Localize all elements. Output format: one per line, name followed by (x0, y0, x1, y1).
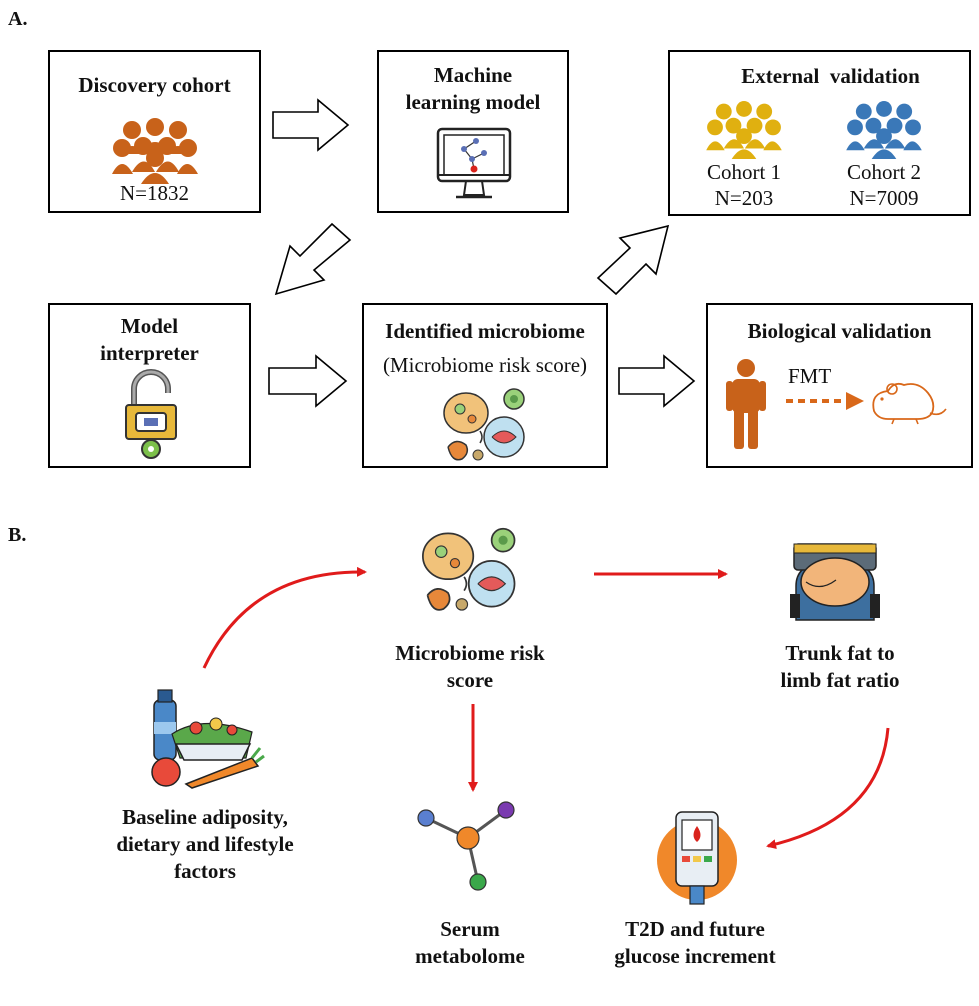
trunk-fat-measure-icon (790, 543, 880, 621)
arrow-ml-to-interpreter (274, 222, 352, 296)
b-t2d-line2: glucose increment (614, 944, 776, 968)
arrow-baseline-to-microbiome (202, 566, 367, 669)
biological-validation-title: Biological validation (747, 319, 932, 343)
cohort1-n: N=203 (714, 186, 774, 210)
microbes-icon-b (422, 527, 516, 611)
mouse-icon (872, 382, 947, 425)
ml-model-title-line1: Machine (433, 63, 513, 87)
model-interpreter-title-line1: Model (120, 314, 179, 338)
glucose-meter-icon (657, 811, 737, 905)
computer-monitor-icon (436, 127, 512, 199)
external-validation-title: External validation (741, 64, 920, 88)
person-icon (726, 359, 766, 449)
b-trunk-line1: Trunk fat to (785, 641, 895, 665)
discovery-cohort-n: N=1832 (119, 181, 189, 205)
cohort1-people-icon (706, 101, 782, 159)
identified-microbiome-subtitle: (Microbiome risk score) (382, 353, 588, 377)
cohort2-name: Cohort 2 (846, 160, 922, 184)
fmt-label: FMT (788, 364, 832, 388)
arrow-microbiome-to-biological (618, 354, 696, 408)
cohort1-name: Cohort 1 (706, 160, 782, 184)
b-serum-line1: Serum (440, 917, 500, 941)
cohort2-n: N=7009 (849, 186, 919, 210)
identified-microbiome-box: Identified microbiome (Microbiome risk s… (362, 303, 608, 468)
open-lock-icon (125, 369, 177, 459)
panel-a-label: A. (8, 8, 28, 30)
fmt-arrow (786, 392, 864, 410)
ml-model-title-line2: learning model (405, 90, 541, 114)
healthy-food-icon (151, 689, 265, 789)
model-interpreter-box: Model interpreter (48, 303, 251, 468)
discovery-cohort-box: Discovery cohort N=1832 (48, 50, 261, 213)
arrow-microbiome-to-external (596, 224, 670, 296)
b-baseline-line1: Baseline adiposity, (122, 805, 288, 829)
b-microbiome-line1: Microbiome risk (395, 641, 545, 665)
discovery-cohort-title: Discovery cohort (78, 73, 231, 97)
people-group-icon (112, 118, 198, 184)
ml-model-box: Machine learning model (377, 50, 569, 213)
model-interpreter-title-line2: interpreter (100, 341, 199, 365)
molecule-network-icon (417, 801, 515, 891)
panel-b-label: B. (8, 524, 27, 546)
external-validation-box: External validation Cohort 1 N=203 Cohor… (668, 50, 971, 216)
arrow-discovery-to-ml (272, 98, 350, 152)
arrow-interpreter-to-microbiome (268, 354, 348, 408)
biological-validation-box: Biological validation FMT (706, 303, 973, 468)
microbes-icon (443, 388, 525, 461)
identified-microbiome-title: Identified microbiome (385, 319, 585, 343)
b-baseline-line2: dietary and lifestyle (116, 832, 294, 856)
b-baseline-line3: factors (174, 859, 236, 883)
b-trunk-line2: limb fat ratio (780, 668, 900, 692)
b-t2d-line1: T2D and future (625, 917, 765, 941)
cohort2-people-icon (846, 101, 922, 159)
arrow-trunk-to-t2d (766, 727, 890, 850)
b-microbiome-line2: score (446, 668, 494, 692)
b-serum-line2: metabolome (415, 944, 525, 968)
